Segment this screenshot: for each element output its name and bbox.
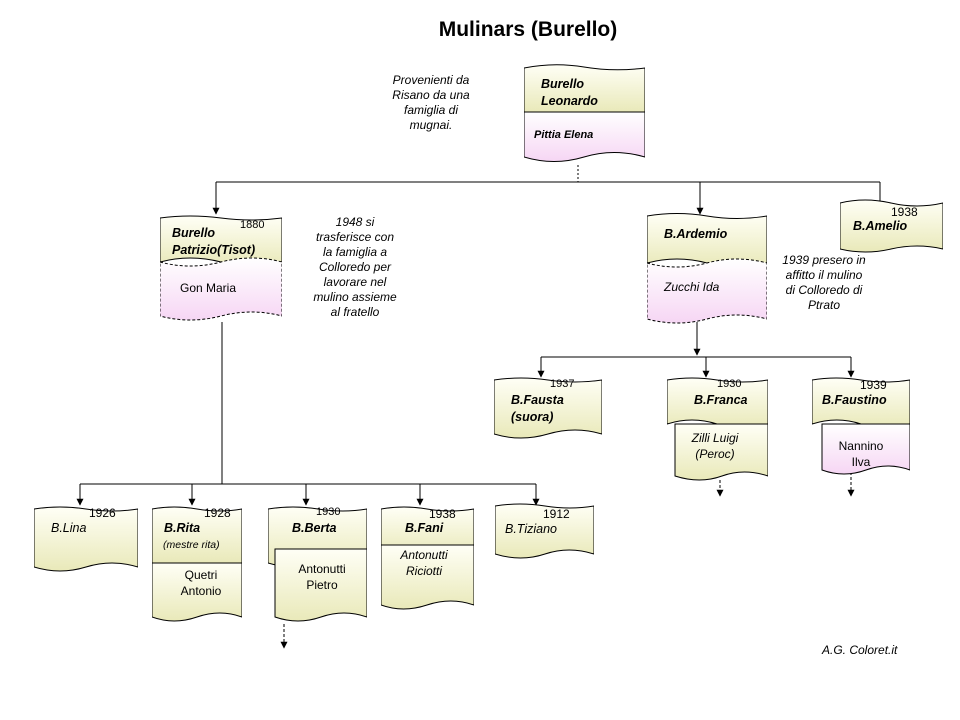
birth-year: 1937 [550,378,575,390]
spouse-name: Gon Maria [180,281,237,295]
document-shape [495,503,594,559]
birth-year: 1928 [204,506,231,520]
birth-year: 1880 [240,219,265,231]
person-card-tiziano: 1912 B.Tiziano [495,502,594,560]
person-card-leonardo: Burello Leonardo Pittia Elena [524,62,645,166]
spouse-name: Quetri Antonio [180,568,222,598]
spouse-name: Nannino Ilva [838,439,884,469]
person-card-faustino: 1939 B.Faustino Nannino Ilva [812,376,910,476]
spouse-name: Antonutti Riciotti [400,548,448,578]
spouse-name: Pittia Elena [534,129,594,141]
person-card-rita: 1928 B.Rita (mestre rita) Quetri Antonio [152,505,242,625]
move-1948-note: 1948 si trasferisce con la famiglia a Co… [313,215,397,319]
person-card-lina: 1926 B.Lina [34,505,138,573]
document-shape [152,506,242,622]
person-name: B.Rita [164,521,201,535]
credit-text: A.G. Coloret.it [822,643,898,657]
person-name: B.Lina [51,521,87,535]
document-shape [160,215,282,321]
mill-1939-note: 1939 presero in affitto il mulino di Col… [782,253,866,312]
document-shape [268,506,367,622]
person-card-berta: 1930 B.Berta Antonutti Pietro [268,505,367,625]
document-shape [494,377,602,439]
document-shape [34,506,138,572]
person-card-fausta: 1937 B.Fausta (suora) [494,376,602,440]
document-shape [647,213,767,324]
nickname: (mestre rita) [163,539,220,551]
person-name: Burello Patrizio(Tisot) [172,226,256,257]
birth-year: 1938 [891,205,918,219]
spouse-name: Zucchi Ida [664,280,720,294]
birth-year: 1930 [717,378,742,390]
person-card-patrizio: 1880 Burello Patrizio(Tisot) Gon Maria [160,214,282,324]
person-name: B.Fani [405,521,444,535]
person-name: B.Franca [694,393,748,407]
person-card-franca: 1930 B.Franca Zilli Luigi (Peroc) [667,376,768,484]
person-name: B.Amelio [853,219,908,233]
birth-year: 1926 [89,506,116,520]
person-name: B.Tiziano [505,522,557,536]
document-shape [840,199,943,253]
document-shape [381,506,474,610]
person-name: B.Faustino [822,393,887,407]
document-shape [667,377,768,481]
person-name: B.Fausta (suora) [511,393,564,424]
person-card-fani: 1938 B.Fani Antonutti Riciotti [381,505,474,613]
document-shape [524,64,645,162]
birth-year: 1930 [316,506,341,518]
birth-year: 1939 [860,378,887,392]
document-shape [812,377,910,475]
person-card-amelio: 1938 B.Amelio [840,197,943,255]
page-title: Mulinars (Burello) [438,18,618,41]
person-card-ardemio: B.Ardemio Zucchi Ida [647,211,767,325]
origin-note: Provenienti da Risano da una famiglia di… [392,73,470,132]
birth-year: 1912 [543,507,570,521]
spouse-name: Zilli Luigi (Peroc) [691,431,739,461]
person-name: Burello Leonardo [541,77,598,108]
spouse-name: Antonutti Pietro [298,562,346,592]
person-name: B.Berta [292,521,337,535]
birth-year: 1938 [429,507,456,521]
person-name: B.Ardemio [664,227,728,241]
